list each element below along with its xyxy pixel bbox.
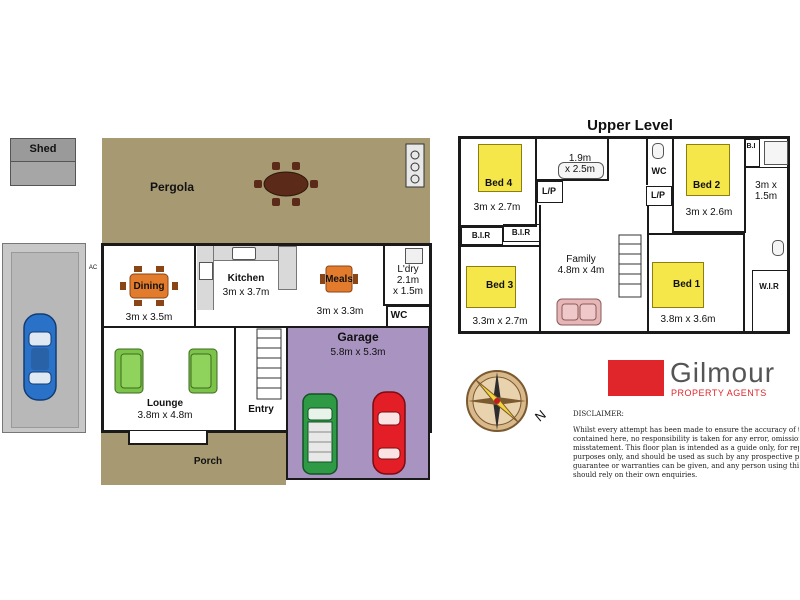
disclaimer-line-4: purposes only, and should be used as suc… [573,453,799,461]
garage-label: Garage [337,330,379,344]
lounge-label: Lounge [146,398,184,409]
disclaimer-line-6: should rely on their own enquiries. [573,471,698,479]
meals-label: Meals [325,274,353,285]
meals-table-icon [320,265,358,293]
agency-tagline: PROPERTY AGENTS [671,388,767,398]
bed-3-room [461,245,539,333]
pergola-label: Pergola [150,180,195,194]
upper-toilet-icon [652,143,664,159]
ensuite-size-1: 3m x [755,180,777,191]
ensuite [744,167,787,230]
agency-name: Gilmour [670,357,776,388]
interior-wall [194,326,286,328]
bed-1-size: 3.8m x 3.6m [660,314,716,325]
upper-wc-label: WC [651,166,667,176]
linen-press-1-label: L/P [541,186,556,196]
disclaimer-line-3: misstatement. This floor plan is intende… [573,444,799,452]
bed-1-room [647,233,745,333]
linen-press-2-label: L/P [650,190,665,200]
lounge-wall [234,328,236,432]
disclaimer-line-5: guarantee or warranties can be given, an… [573,462,799,470]
bed-1-label: Bed 1 [673,279,701,290]
shed: Shed [10,138,76,186]
bed-4-bed [478,144,522,192]
entry-stairs [256,328,282,400]
upper-stairs [618,234,642,298]
bed-4-room [461,139,537,227]
walk-in-robe [752,270,788,334]
porch-label: Porch [193,456,223,467]
dining-label: Dining [133,281,165,292]
family-label: Family [566,254,596,265]
bed-1-bed [652,262,704,308]
bath-tub-icon [558,162,604,179]
bed-2-label: Bed 2 [693,180,721,191]
shower-icon [764,141,788,165]
disclaimer-line-1: Whilst every attempt has been made to en… [573,426,799,434]
lounge-size: 3.8m x 4.8m [137,410,193,421]
bathroom [537,139,609,181]
kitchen-island [278,246,297,290]
ensuite-size-2: 1.5m [754,191,778,202]
bed-4-label: Bed 4 [485,178,513,189]
green-car [302,393,338,475]
lounge-sofa-left [114,348,144,394]
disclaimer-title: DISCLAIMER: [573,410,624,418]
laundry-room [383,246,431,306]
sink-icon [232,247,256,260]
bbq-icon [405,143,425,188]
built-in-robe-2-label: B.I.R [511,228,531,237]
blue-car [23,313,57,401]
red-car [372,391,406,475]
shed-label: Shed [29,143,57,155]
bed-3-label: Bed 3 [486,280,514,291]
bed-2-size: 3m x 2.6m [685,207,733,218]
ac-label: AC [88,265,98,271]
bay-window [128,431,208,445]
bed-2-bed [686,144,730,196]
agency-logo-mark [608,360,664,396]
upper-level-title: Upper Level [587,117,673,134]
pergola-dining-set [254,162,318,206]
disclaimer-line-2: contained here, no responsibility is tak… [573,435,799,443]
built-in-top-label: B.I [746,143,756,150]
linen-press-1 [537,181,563,203]
dining-size: 3m x 3.5m [125,312,173,323]
lounge-sofa-right [188,348,218,394]
built-in-robe-1-label: B.I.R [471,231,491,240]
pergola [102,138,430,244]
family-room [539,205,649,331]
laundry-label: L'dry [397,264,419,275]
ground-wc [386,306,431,327]
bath-size-2: x 2.5m [564,164,595,175]
entry-label: Entry [248,404,274,415]
bed-2-room [672,139,746,233]
built-in-robe-1 [461,227,503,245]
dining-room [104,246,196,328]
compass-icon [466,370,528,432]
built-in-top [744,139,760,167]
kitchen-size: 3m x 3.7m [222,287,270,298]
bath-size-1: 1.9m [568,153,592,164]
dining-table-icon [120,266,178,306]
stove-icon [199,262,213,280]
laundry-size-2: x 1.5m [392,286,423,297]
ensuite-fixture-icon [772,240,784,256]
family-size: 4.8m x 4m [557,265,605,276]
kitchen-label: Kitchen [227,273,265,284]
bed-3-bed [466,266,516,308]
ground-wc-label: WC [390,310,408,321]
laundry-size-1: 2.1m [396,275,420,286]
bed-4-size: 3m x 2.7m [473,202,521,213]
linen-press-2 [646,186,672,206]
compass-north-label: N [531,406,549,425]
garage-size: 5.8m x 5.3m [330,347,386,358]
family-sofa [556,298,602,326]
walk-in-robe-label: W.I.R [759,282,779,291]
washer-icon [405,248,423,264]
bed-3-size: 3.3m x 2.7m [472,316,528,327]
meals-size: 3m x 3.3m [316,306,364,317]
